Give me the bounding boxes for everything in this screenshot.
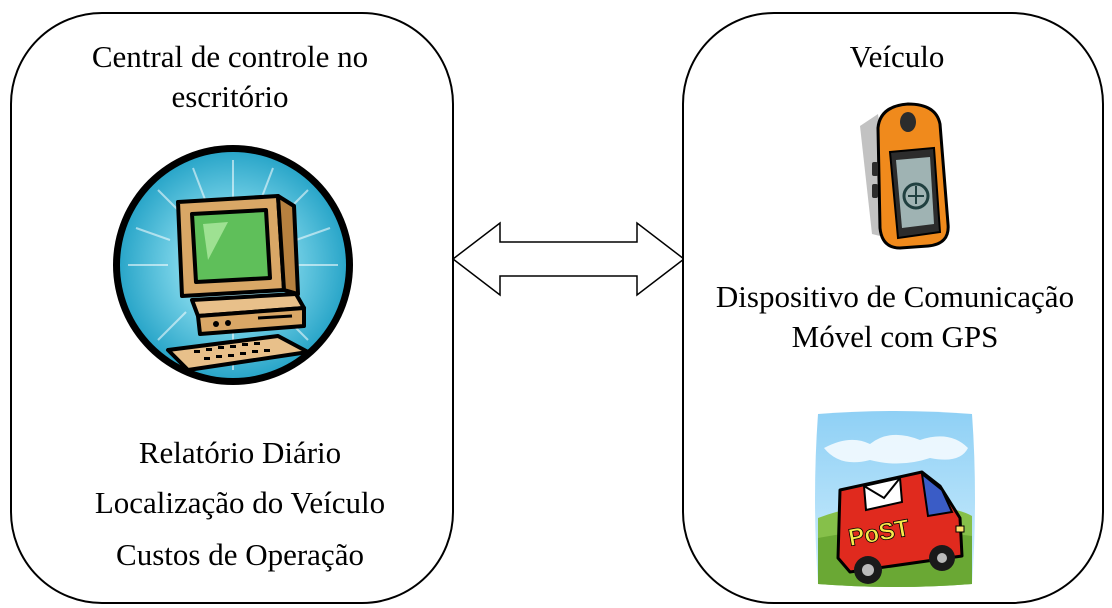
bidirectional-arrow-icon	[451, 221, 686, 297]
report-operating-costs: Custos de Operação	[116, 537, 364, 572]
central-title-line2: escritório	[171, 79, 289, 114]
gps-device-icon	[860, 102, 950, 250]
vehicle-title: Veículo	[849, 39, 945, 74]
report-daily: Relatório Diário	[138, 435, 342, 470]
computer-icon	[113, 145, 353, 385]
report-vehicle-location: Localização do Veículo	[94, 485, 386, 520]
device-label-line1: Dispositivo de Comunicação	[715, 279, 1075, 314]
device-label-line2: Móvel com GPS	[791, 319, 999, 354]
central-title-line1: Central de controle no	[91, 39, 369, 74]
delivery-truck-icon: PoST	[815, 411, 975, 587]
